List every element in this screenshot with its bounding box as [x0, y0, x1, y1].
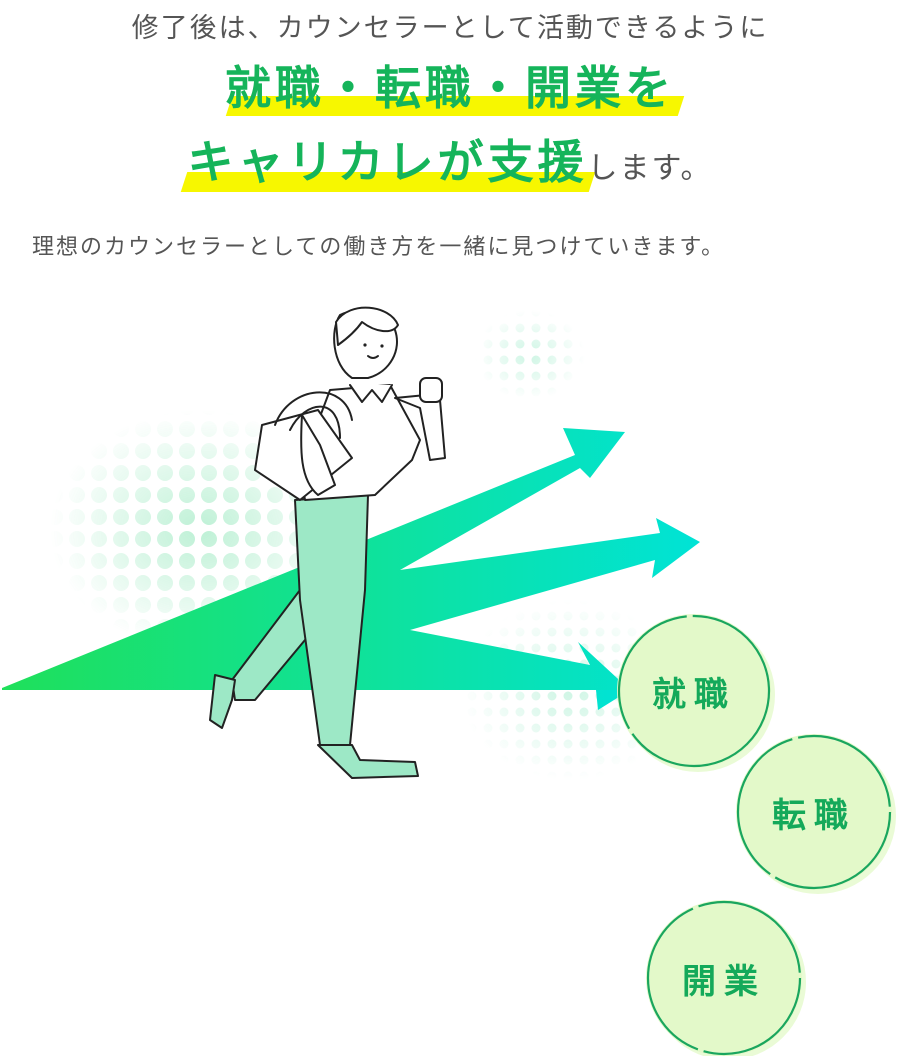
option-label: 開業 — [682, 961, 766, 1002]
illustration: 就職 転職 開業 — [0, 290, 900, 1056]
subtext: 理想のカウンセラーとしての働き方を一緒に見つけていきます。 — [32, 235, 726, 260]
option-label: 就職 — [652, 674, 736, 715]
walking-woman-icon — [209, 306, 446, 779]
headline-tail: します。 — [587, 151, 713, 186]
lead-text: 修了後は、カウンセラーとして活動できるように — [131, 13, 769, 44]
headline-line-1: 就職・転職・開業を — [0, 52, 900, 118]
headline-text-2: キャリカレが支援 — [187, 135, 588, 189]
headline-text-1: 就職・転職・開業を — [225, 61, 675, 115]
option-circle-tenshoku: 転職 — [736, 734, 892, 890]
option-label: 転職 — [772, 795, 856, 836]
option-circle-kaigyo: 開業 — [646, 900, 802, 1056]
headline-line-2: キャリカレが支援 します。 — [0, 126, 900, 192]
illustration-graphic — [2, 300, 700, 790]
option-circle-shushoku: 就職 — [617, 614, 771, 768]
